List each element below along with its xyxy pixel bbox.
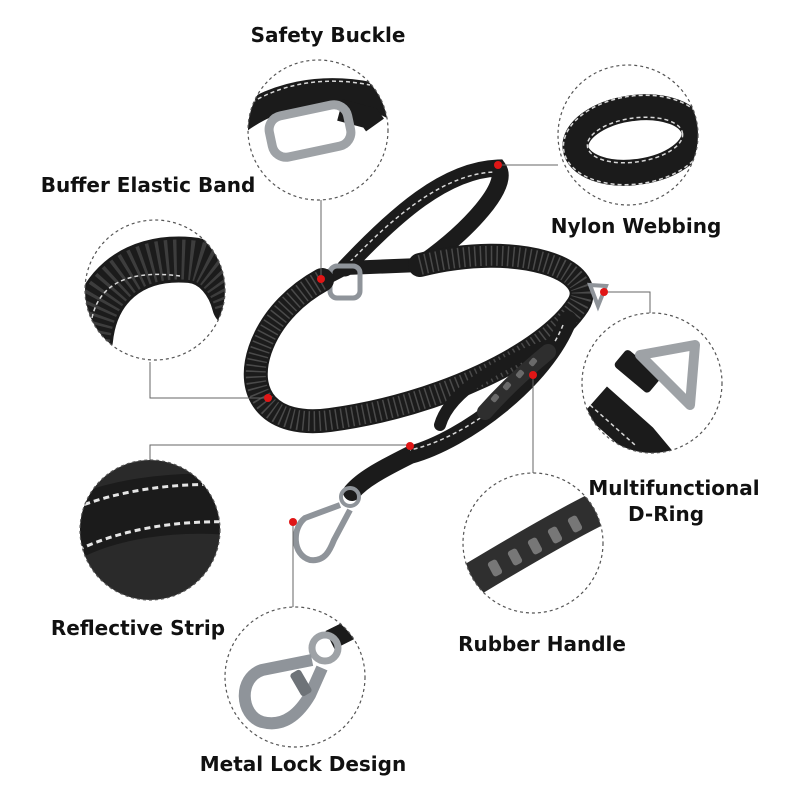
marker-safety-buckle	[317, 275, 325, 283]
label-rubber-handle: Rubber Handle	[458, 632, 626, 656]
markers	[264, 161, 608, 526]
callout-line-reflective	[149, 444, 410, 460]
detail-circle-safety-buckle	[247, 59, 389, 201]
callout-line-buffer-band	[149, 362, 268, 399]
detail-circle-buffer-band	[84, 219, 226, 361]
mini-d-ring	[587, 282, 609, 312]
detail-circle-metal-lock	[224, 606, 366, 748]
leash	[243, 159, 609, 564]
label-d-ring: D-Ring	[628, 502, 704, 526]
handle-loop	[434, 339, 556, 431]
label-buffer-elastic-band: Buffer Elastic Band	[41, 173, 256, 197]
detail-circle-d-ring	[581, 312, 723, 454]
callout-lines	[149, 164, 651, 607]
marker-buffer-band	[264, 394, 272, 402]
marker-reflective	[406, 442, 414, 450]
marker-rubber-handle	[529, 371, 537, 379]
detail-circle-reflective	[79, 459, 221, 601]
detail-circle-rubber-handle	[462, 472, 604, 614]
mini-rubber-handle	[477, 344, 556, 420]
label-reflective-strip: Reflective Strip	[51, 616, 225, 640]
marker-metal-lock	[289, 518, 297, 526]
marker-d-ring	[600, 288, 608, 296]
label-nylon-webbing: Nylon Webbing	[551, 214, 722, 238]
label-metal-lock-design: Metal Lock Design	[200, 752, 406, 776]
label-multifunctional: Multifunctional	[588, 476, 759, 500]
callout-line-d-ring	[604, 291, 651, 313]
detail-circle-nylon	[557, 64, 699, 206]
mini-carabiner	[292, 502, 353, 564]
mini-swivel	[339, 486, 361, 508]
label-safety-buckle: Safety Buckle	[251, 23, 406, 47]
marker-nylon	[494, 161, 502, 169]
